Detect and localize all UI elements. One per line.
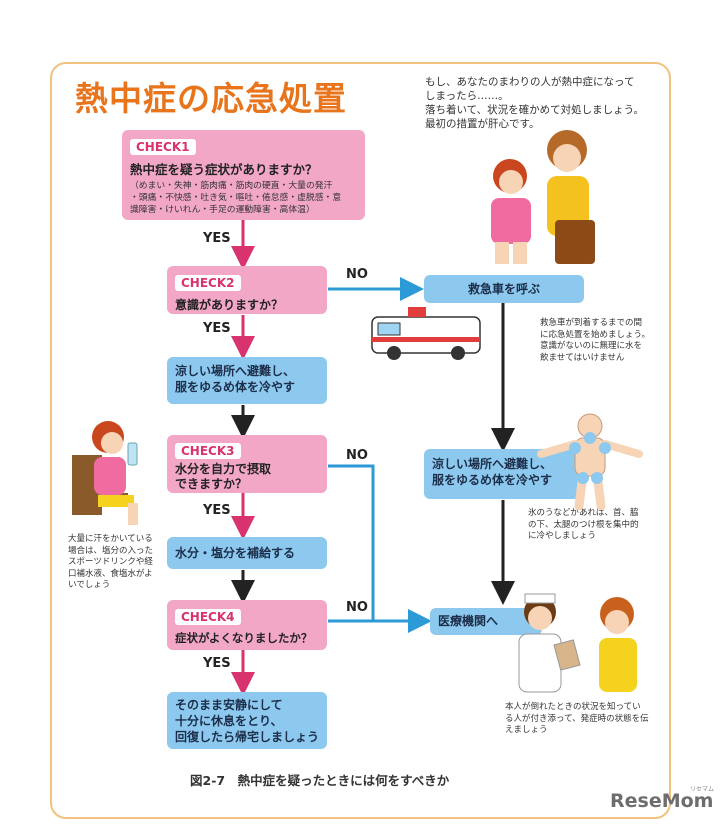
hospital-note: 本人が倒れたときの状況を知ってい る人が付き添って、発症時の状態を伝 えましょう (505, 702, 665, 737)
check1-tag: CHECK1 (130, 139, 196, 155)
check3-question-line: できますか？ (175, 477, 248, 491)
check4-tag: CHECK4 (175, 609, 241, 625)
check1-detail: 識障害・けいれん・手足の運動障害・高体温） (130, 205, 315, 215)
check3-box: CHECK3 水分を自力で摂取 できますか？ (167, 435, 327, 493)
note-line: る人が付き添って、発症時の状態を伝 (505, 713, 649, 724)
check3-question-line: 水分を自力で摂取 (175, 462, 272, 476)
hydrate-action-label: 水分・塩分を補給する (175, 546, 296, 560)
hospital-action: 医療機関へ (430, 608, 542, 635)
note-line: に応急処置を始めましょう。 (540, 329, 650, 340)
hydrate-action: 水分・塩分を補給する (167, 537, 327, 569)
ambulance-action: 救急車を呼ぶ (424, 275, 584, 303)
cool-action-right-line: 涼しい場所へ避難し、 (432, 457, 553, 471)
resemom-logo: ReseMom (610, 790, 714, 812)
note-line: いでしょう (68, 580, 111, 590)
ambulance-note: 救急車が到着するまでの間 に応急処置を始めましょう。 意識がないのに無理に水を … (540, 318, 675, 364)
yes-label-4: YES (203, 656, 231, 671)
cool-action-left: 涼しい場所へ避難し、 服をゆるめ体を冷やす (167, 357, 327, 404)
note-line: に冷やしましょう (528, 531, 597, 541)
note-line: 救急車が到着するまでの間 (540, 318, 643, 328)
yes-label-1: YES (203, 231, 231, 246)
rest-action: そのまま安静にして 十分に休息をとり、 回復したら帰宅しましょう (167, 692, 327, 749)
note-line: スポーツドリンクや経 (68, 557, 153, 567)
intro-line: 落ち着いて、状況を確かめて対処しましょう。 (425, 104, 645, 116)
helper-illustration (491, 130, 595, 264)
no-arrow-check3 (328, 464, 375, 621)
intro-line: しまったら……。 (425, 90, 509, 102)
page-title: 熱中症の応急処置 (75, 79, 347, 118)
note-line: の下、太腿のつけ根を集中的 (528, 519, 639, 530)
hospital-action-label: 医療機関へ (438, 614, 499, 628)
check2-tag: CHECK2 (175, 275, 241, 291)
cool-action-right: 涼しい場所へ避難し、 服をゆるめ体を冷やす (424, 449, 584, 499)
note-line: 飲ませてはいけません (540, 352, 625, 363)
check4-box: CHECK4 症状がよくなりましたか？ (167, 600, 327, 650)
intro-line: もし、あなたのまわりの人が熱中症になって (425, 76, 635, 88)
note-line: 本人が倒れたときの状況を知ってい (505, 702, 641, 712)
body-cooling-illustration (537, 413, 643, 510)
ambulance-action-label: 救急車を呼ぶ (467, 282, 540, 296)
check1-question: 熱中症を疑う症状がありますか？ (130, 162, 318, 177)
rest-action-line: そのまま安静にして (175, 698, 283, 712)
rest-action-line: 回復したら帰宅しましょう (175, 730, 320, 744)
note-line: 口補水液、食塩水がよ (68, 568, 153, 579)
sweat-note: 大量に汗をかいている 場合は、塩分の入った スポーツドリンクや経 口補水液、食塩… (68, 534, 163, 592)
ice-note: 氷のうなどがあれば、首、脇 の下、太腿のつけ根を集中的 に冷やしましょう (528, 508, 668, 543)
note-line: えましょう (505, 725, 548, 735)
check2-box: CHECK2 意識がありますか？ (167, 266, 327, 314)
check1-detail: （めまい・失神・筋肉痛・筋肉の硬直・大量の発汗 (130, 181, 333, 191)
no-label-3: NO (346, 600, 368, 615)
note-line: 大量に汗をかいている (68, 534, 153, 544)
figure-caption: 図2-7 熱中症を疑ったときには何をすべきか (190, 773, 450, 788)
cool-action-left-line: 服をゆるめ体を冷やす (175, 380, 296, 394)
cool-action-left-line: 涼しい場所へ避難し、 (175, 364, 296, 378)
check3-tag: CHECK3 (175, 443, 241, 459)
medical-staff-illustration (518, 593, 637, 693)
check4-question: 症状がよくなりましたか？ (175, 631, 313, 645)
resemom-logo-sub: リセマム (690, 786, 715, 793)
cool-action-right-line: 服をゆるめ体を冷やす (432, 473, 553, 487)
note-line: 氷のうなどがあれば、首、脇 (528, 508, 639, 518)
yes-label-2: YES (203, 321, 231, 336)
note-line: 場合は、塩分の入った (68, 545, 154, 556)
no-label-1: NO (346, 267, 368, 282)
no-label-2: NO (346, 448, 368, 463)
check1-detail: ・頭痛・不快感・吐き気・嘔吐・倦怠感・虚脱感・意 (130, 193, 342, 203)
check2-question: 意識がありますか？ (175, 298, 284, 312)
yes-label-3: YES (203, 503, 231, 518)
note-line: 意識がないのに無理に水を (540, 341, 643, 351)
intro-text: もし、あなたのまわりの人が熱中症になって しまったら……。 落ち着いて、状況を確… (425, 75, 660, 131)
ambulance-illustration (371, 307, 481, 360)
check1-box: CHECK1 熱中症を疑う症状がありますか？ （めまい・失神・筋肉痛・筋肉の硬直… (122, 130, 365, 220)
drinking-child-illustration (72, 421, 138, 525)
intro-line: 最初の措置が肝心です。 (425, 118, 540, 130)
rest-action-line: 十分に休息をとり、 (175, 714, 283, 728)
